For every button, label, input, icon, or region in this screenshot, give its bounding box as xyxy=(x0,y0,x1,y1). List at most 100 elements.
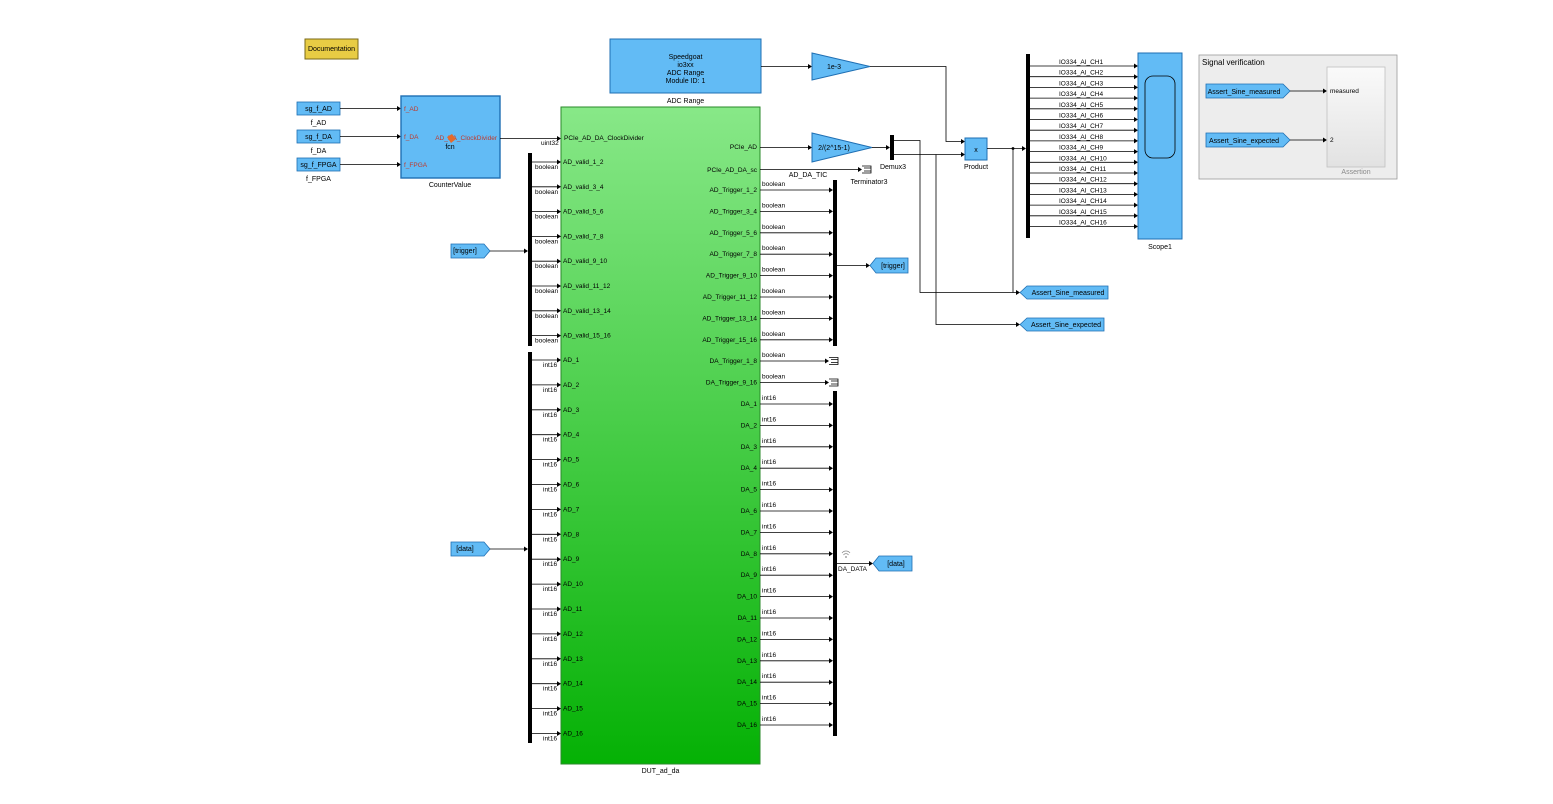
dut-out-da-port: DA_2 xyxy=(741,422,758,429)
dut-in-ad-port: AD_6 xyxy=(563,482,580,489)
gain-ad-da-tic[interactable]: 2/(2^15-1) AD_DA_TIC xyxy=(789,132,873,179)
documentation-block[interactable]: Documentation xyxy=(304,38,359,60)
counter-value-block[interactable]: f_AD f_DA f_FPGA AD_DA_ClockDivider fcn … xyxy=(400,95,501,189)
signal-type-int16: int16 xyxy=(762,652,776,659)
dut-out-da-trigger-port: DA_Trigger_1_8 xyxy=(710,358,758,365)
dut-out-da-port: DA_5 xyxy=(741,487,758,494)
from-block-sg-f-fpga[interactable]: sg_f_FPGA f_FPGA xyxy=(296,157,341,183)
data-from-label: [data] xyxy=(456,546,474,553)
signal-type-int16: int16 xyxy=(543,362,557,369)
signal-type-int16: int16 xyxy=(762,502,776,509)
arrowhead xyxy=(829,508,833,514)
arrowhead xyxy=(557,407,561,413)
from-block-trigger[interactable]: [trigger] xyxy=(450,243,491,259)
signal-type-boolean: boolean xyxy=(535,238,559,245)
dut-in-ad-port: AD_4 xyxy=(563,432,580,439)
scope-demux-bar[interactable] xyxy=(1026,54,1030,238)
arrowhead xyxy=(829,208,833,214)
from-label: sg_f_AD xyxy=(305,106,332,113)
scope-channel-label: IO334_AI_CH15 xyxy=(1059,209,1107,216)
arrowhead xyxy=(829,529,833,535)
dut-in-valid-port: AD_valid_9_10 xyxy=(563,258,607,265)
scope1-block[interactable]: Scope1 xyxy=(1137,52,1183,251)
from-block-sg-f-da[interactable]: sg_f_DA f_DA xyxy=(296,129,341,155)
goto-block-data[interactable]: [data] xyxy=(872,555,913,572)
from-block-sg-f-ad[interactable]: sg_f_AD f_AD xyxy=(296,101,341,127)
dut-block[interactable]: DUT_ad_da PCIe_AD_DA_ClockDivider PCIe_A… xyxy=(560,106,761,775)
product-symbol: x xyxy=(974,147,978,154)
arrowhead xyxy=(829,422,833,428)
signal-type-int16: int16 xyxy=(543,686,557,693)
counter-input-f-da: f_DA xyxy=(404,134,419,141)
scope-channel-label: IO334_AI_CH13 xyxy=(1059,187,1107,194)
goto-block-trigger[interactable]: [trigger] xyxy=(869,257,909,274)
goto-assert-sine-expected[interactable]: Assert_Sine_expected xyxy=(1019,317,1105,332)
trigger-from-label: [trigger] xyxy=(453,248,477,255)
product-block[interactable]: x Product xyxy=(964,137,988,171)
signal-type-boolean: boolean xyxy=(535,214,559,221)
arrowhead xyxy=(829,487,833,493)
dut-out-ad-trigger-port: AD_Trigger_3_4 xyxy=(710,208,758,215)
dut-out-pcie-ad: PCIe_AD xyxy=(730,144,757,151)
signal-type-int16: int16 xyxy=(762,630,776,637)
product-name: Product xyxy=(964,164,988,171)
signal-type-boolean: boolean xyxy=(762,245,786,252)
assertion-name: Assertion xyxy=(1341,169,1370,176)
arrowhead xyxy=(557,706,561,712)
dut-in-ad-port: AD_11 xyxy=(563,606,583,613)
demux3-bar[interactable] xyxy=(890,135,894,160)
assertion-port-measured: measured xyxy=(1330,88,1359,95)
branch-point xyxy=(1011,147,1015,150)
dut-out-da-port: DA_14 xyxy=(737,679,757,686)
scope-channel-label: IO334_AI_CH8 xyxy=(1059,134,1103,141)
scope-screen-icon xyxy=(1144,75,1176,159)
adc-line: ADC Range xyxy=(667,70,704,77)
gain-1e-3[interactable]: 1e-3 xyxy=(811,52,871,81)
assertion-block[interactable]: measured 2 Assertion xyxy=(1326,66,1386,176)
scope-channel-label: IO334_AI_CH6 xyxy=(1059,113,1103,120)
signal-verification-panel[interactable]: Signal verification Assert_Sine_measured… xyxy=(1198,54,1398,180)
arrowhead xyxy=(829,658,833,664)
arrowhead xyxy=(829,679,833,685)
arrowhead xyxy=(557,457,561,463)
from-assert-sine-measured[interactable]: Assert_Sine_measured xyxy=(1205,83,1291,99)
scope-channel-label: IO334_AI_CH12 xyxy=(1059,177,1107,184)
from-block-data[interactable]: [data] xyxy=(450,541,491,557)
signal-type-boolean: boolean xyxy=(762,374,786,381)
arrowhead xyxy=(1134,63,1138,69)
arrowhead xyxy=(1134,117,1138,122)
arrowhead xyxy=(557,731,561,736)
wifi-icon xyxy=(841,550,851,558)
terminator-icon[interactable] xyxy=(829,378,839,387)
arrowhead xyxy=(825,358,829,364)
dut-out-da-trigger-port: DA_Trigger_9_16 xyxy=(706,380,757,387)
from-assert-sine-expected[interactable]: Assert_Sine_expected xyxy=(1205,132,1291,148)
terminator3-block[interactable]: Terminator3 xyxy=(851,165,888,186)
arrowhead xyxy=(1134,202,1138,208)
arrowhead xyxy=(557,506,561,512)
signal-type-int16: int16 xyxy=(543,736,557,743)
signal-type-int16: int16 xyxy=(543,437,557,444)
arrowhead xyxy=(1134,106,1138,112)
goto-expected-label: Assert_Sine_expected xyxy=(1031,322,1101,329)
terminator-icon[interactable] xyxy=(829,357,839,365)
arrowhead xyxy=(1134,138,1138,144)
dut-out-da-port: DA_15 xyxy=(737,701,757,708)
arrowhead xyxy=(557,681,561,687)
dut-out-da-port: DA_9 xyxy=(741,572,758,579)
signal-type-int16: int16 xyxy=(543,511,557,518)
dut-in-valid-port: AD_valid_11_12 xyxy=(563,283,611,290)
dut-out-da-port: DA_13 xyxy=(737,658,757,665)
dut-in-ad-port: AD_3 xyxy=(563,407,580,414)
adc-range-block[interactable]: Speedgoat io3xx ADC Range Module ID: 1 A… xyxy=(609,38,762,105)
arrowhead xyxy=(557,606,561,612)
signal-type-int16: int16 xyxy=(543,387,557,394)
arrowhead xyxy=(557,233,561,239)
dut-in-ad-port: AD_7 xyxy=(563,506,580,513)
goto-measured-label: Assert_Sine_measured xyxy=(1032,290,1105,297)
arrowhead xyxy=(829,594,833,600)
trigger-goto-label: [trigger] xyxy=(881,263,905,270)
goto-assert-sine-measured[interactable]: Assert_Sine_measured xyxy=(1019,285,1109,300)
dut-block-name: DUT_ad_da xyxy=(642,768,680,775)
arrowhead xyxy=(557,209,561,215)
